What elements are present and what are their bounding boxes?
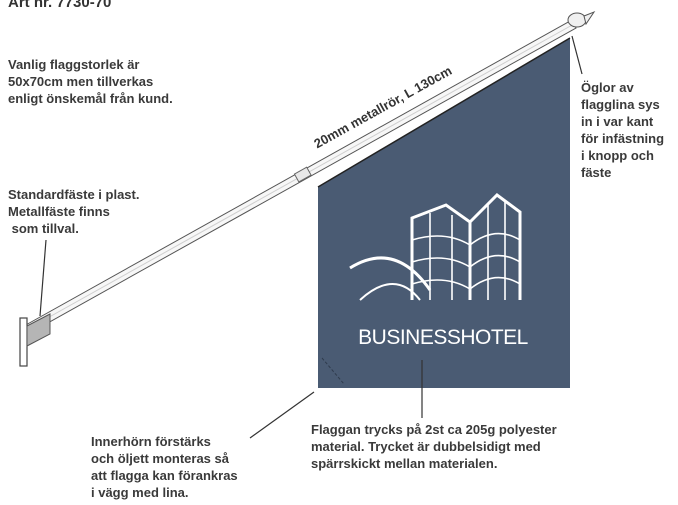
- flag-line: [317, 37, 571, 188]
- article-number: Art nr. 7730-70: [8, 0, 112, 11]
- logo-text: BUSINESSHOTEL: [358, 326, 528, 349]
- corner-leader: [249, 391, 315, 439]
- print-note: Flaggan trycks på 2st ca 205g polyester …: [311, 422, 557, 471]
- size-note: Vanlig flaggstorlek är 50x70cm men tillv…: [8, 57, 173, 106]
- loops-note: Öglor av flagglina sys in i var kant för…: [581, 80, 665, 180]
- finial-knob: [567, 10, 596, 28]
- bracket-leader: [39, 239, 47, 317]
- building-logo-icon: [349, 193, 522, 301]
- wall-bracket: [19, 313, 51, 367]
- pole-joint: [293, 166, 312, 183]
- bracket-note: Standardfäste i plast. Metallfäste finns…: [8, 187, 140, 236]
- loops-leader: [571, 35, 583, 75]
- flag-panel: [318, 38, 570, 388]
- corner-note: Innerhörn förstärks och öljett monteras …: [91, 434, 238, 500]
- corner-reinforcement: [321, 357, 345, 385]
